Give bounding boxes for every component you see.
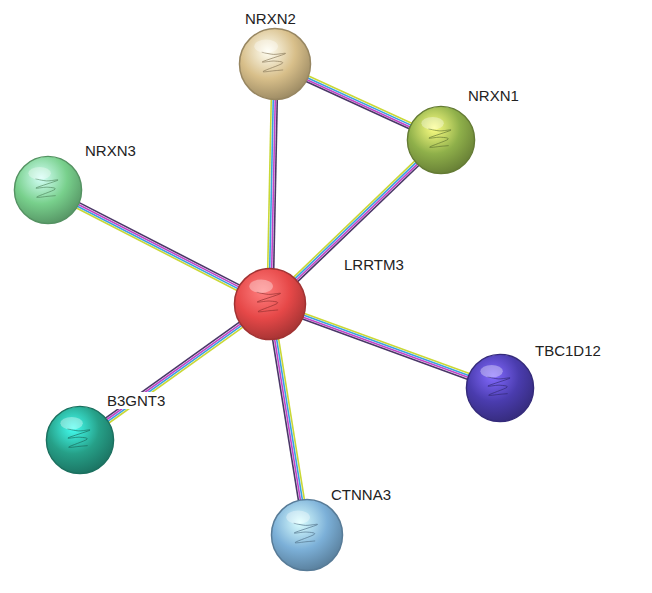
sphere-body bbox=[239, 28, 310, 99]
evidence-strand bbox=[295, 162, 417, 279]
protein-label: NRXN2 bbox=[243, 10, 298, 27]
evidence-strand bbox=[297, 165, 419, 282]
interaction-edge bbox=[293, 161, 419, 282]
evidence-strand bbox=[302, 319, 468, 380]
evidence-strand bbox=[277, 338, 303, 500]
structure-sketch bbox=[67, 429, 90, 448]
evidence-strand bbox=[274, 99, 278, 269]
protein-label: LRRTM3 bbox=[342, 256, 406, 273]
evidence-strand bbox=[278, 338, 304, 500]
sphere-body bbox=[466, 354, 533, 421]
interaction-edge bbox=[306, 76, 413, 129]
node-sphere bbox=[465, 353, 535, 423]
sphere-body bbox=[234, 268, 305, 339]
protein-label: CTNNA3 bbox=[329, 486, 393, 503]
evidence-strand bbox=[307, 78, 411, 126]
protein-node: NRXN2 bbox=[238, 27, 312, 101]
protein-node: TBC1D12 bbox=[465, 353, 535, 423]
protein-node: NRXN3 bbox=[13, 155, 83, 225]
sphere-highlight bbox=[421, 117, 443, 130]
evidence-strand bbox=[306, 81, 410, 129]
evidence-strand bbox=[273, 339, 299, 501]
node-sphere bbox=[406, 105, 476, 175]
sphere-body bbox=[46, 406, 113, 473]
evidence-strand bbox=[77, 206, 239, 289]
evidence-strand bbox=[275, 339, 301, 501]
sphere-highlight bbox=[249, 280, 273, 293]
evidence-strand bbox=[303, 317, 469, 378]
protein-label: NRXN1 bbox=[466, 87, 521, 104]
sphere-body bbox=[14, 156, 81, 223]
evidence-strand bbox=[79, 202, 241, 285]
node-sphere bbox=[270, 498, 344, 572]
evidence-strand bbox=[293, 161, 415, 278]
evidence-strand bbox=[306, 79, 410, 127]
node-sphere bbox=[233, 267, 307, 341]
protein-node: B3GNT3 bbox=[45, 405, 115, 475]
interaction-edge bbox=[273, 338, 305, 501]
sphere-highlight bbox=[28, 167, 50, 180]
protein-label: NRXN3 bbox=[83, 142, 138, 159]
node-sphere bbox=[13, 155, 83, 225]
evidence-strand bbox=[296, 164, 418, 281]
evidence-strand bbox=[76, 208, 238, 291]
sphere-body bbox=[271, 499, 342, 570]
protein-label: B3GNT3 bbox=[105, 392, 167, 409]
structure-sketch bbox=[487, 377, 510, 396]
interaction-edge bbox=[302, 313, 470, 379]
node-sphere bbox=[45, 405, 115, 475]
protein-node: NRXN1 bbox=[406, 105, 476, 175]
evidence-strand bbox=[78, 204, 240, 287]
evidence-strand bbox=[304, 313, 470, 374]
evidence-strand bbox=[105, 322, 240, 418]
evidence-strand bbox=[303, 315, 469, 376]
evidence-strand bbox=[308, 76, 412, 124]
sphere-highlight bbox=[254, 40, 278, 53]
interaction-edge bbox=[105, 322, 243, 423]
interaction-edge bbox=[268, 99, 278, 269]
structure-sketch bbox=[35, 179, 58, 198]
structure-sketch bbox=[294, 523, 318, 543]
structure-sketch bbox=[262, 52, 286, 72]
protein-label: TBC1D12 bbox=[533, 342, 603, 359]
protein-node: CTNNA3 bbox=[270, 498, 344, 572]
node-sphere bbox=[238, 27, 312, 101]
sphere-highlight bbox=[60, 417, 82, 430]
structure-sketch bbox=[428, 129, 451, 148]
sphere-body bbox=[407, 106, 474, 173]
structure-sketch bbox=[257, 292, 281, 312]
interaction-edge bbox=[76, 202, 240, 290]
sphere-highlight bbox=[286, 511, 310, 524]
protein-node: LRRTM3 bbox=[233, 267, 307, 341]
sphere-highlight bbox=[480, 365, 502, 378]
